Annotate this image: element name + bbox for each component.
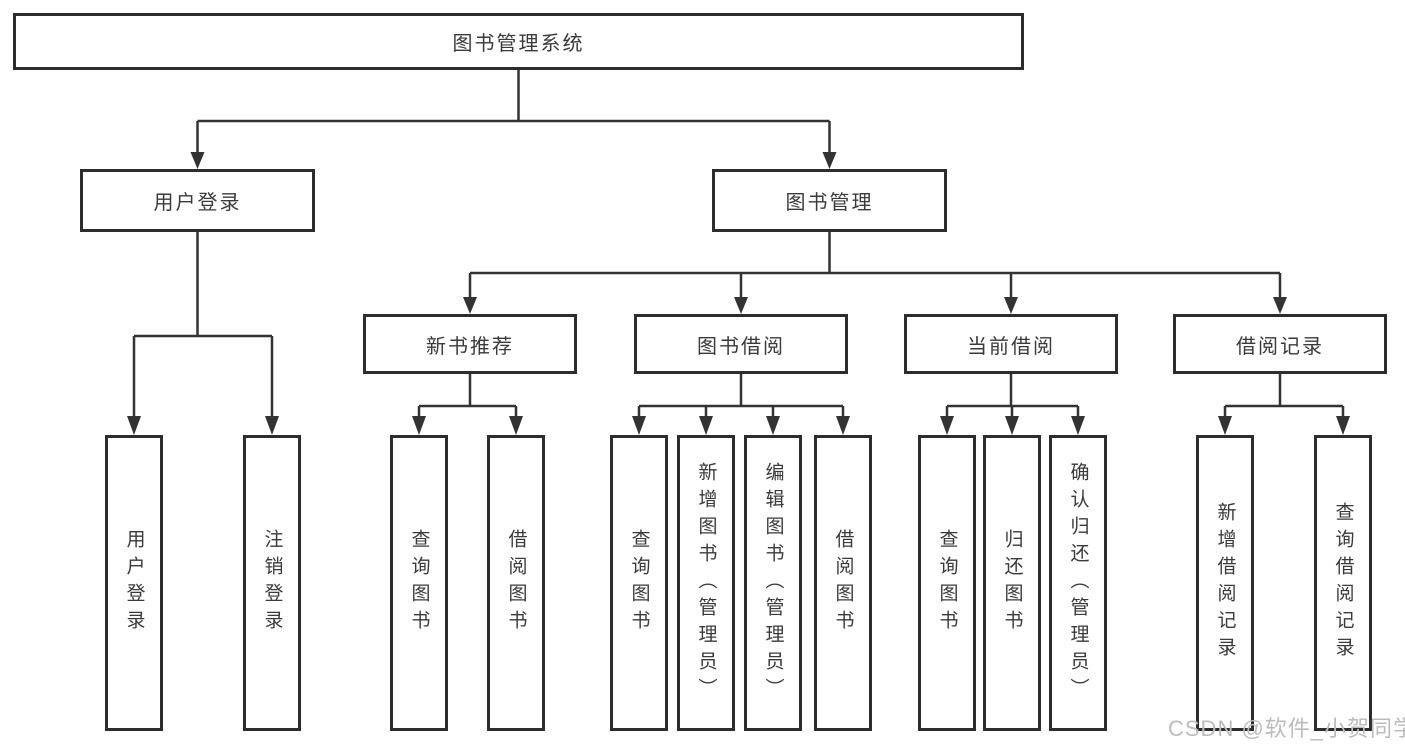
leaf-records-query-record: 查询借阅记录: [1314, 435, 1372, 731]
leaf-logout: 注销登录: [243, 435, 301, 731]
leaf-current-query-books: 查询图书: [918, 435, 976, 731]
leaf-newrec-query-books: 查询图书: [390, 435, 448, 731]
arrow-to-leaf-borrow-borrow: [836, 416, 850, 435]
arrow-to-current-borrowing: [1004, 297, 1018, 314]
node-new-book-recommend: 新书推荐: [363, 314, 577, 374]
leaf-newrec-query-books-label: 查询图书: [408, 529, 430, 637]
arrow-to-leaf-user-login: [127, 416, 141, 435]
arrow-to-leaf-newrec-borrow: [509, 416, 523, 435]
leaf-borrow-borrow-books: 借阅图书: [814, 435, 872, 731]
arrow-to-book-borrowing: [734, 297, 748, 314]
arrow-to-leaf-records-query: [1336, 416, 1350, 435]
node-current-borrowing: 当前借阅: [904, 314, 1118, 374]
leaf-borrow-edit-books-admin-label: 编辑图书（管理员）: [762, 461, 784, 705]
leaf-current-confirm-return-admin: 确认归还（管理员）: [1049, 435, 1107, 731]
arrow-to-leaf-borrow-query: [632, 416, 646, 435]
node-book-management: 图书管理: [712, 169, 947, 232]
leaf-borrow-query-books: 查询图书: [610, 435, 668, 731]
connector-current-borrowing-to-leaves: [945, 374, 1080, 419]
arrow-to-leaf-records-add: [1218, 416, 1232, 435]
leaf-newrec-borrow-books-label: 借阅图书: [505, 529, 527, 637]
arrow-to-leaf-current-return: [1005, 416, 1019, 435]
node-book-borrowing: 图书借阅: [634, 314, 848, 374]
leaf-current-return-books: 归还图书: [983, 435, 1041, 731]
arrow-to-leaf-logout: [265, 416, 279, 435]
arrow-to-new-book-recommend: [463, 297, 477, 314]
leaf-logout-label: 注销登录: [261, 529, 283, 637]
leaf-newrec-borrow-books: 借阅图书: [487, 435, 545, 731]
arrow-to-book-management: [822, 152, 837, 169]
arrow-to-user-login: [190, 152, 205, 169]
leaf-records-add-record: 新增借阅记录: [1196, 435, 1254, 731]
leaf-records-query-record-label: 查询借阅记录: [1332, 502, 1354, 664]
node-root: 图书管理系统: [13, 13, 1024, 70]
leaf-borrow-query-books-label: 查询图书: [628, 529, 650, 637]
leaf-current-confirm-return-admin-label: 确认归还（管理员）: [1067, 461, 1089, 705]
leaf-borrow-add-books-admin-label: 新增图书（管理员）: [695, 461, 717, 705]
arrow-to-leaf-borrow-edit: [766, 416, 780, 435]
arrow-to-leaf-borrow-add: [699, 416, 713, 435]
leaf-borrow-borrow-books-label: 借阅图书: [832, 529, 854, 637]
arrow-to-leaf-current-confirm: [1071, 416, 1085, 435]
connector-user-login-to-leaves: [132, 232, 274, 421]
connector-book-management-to-level3: [468, 232, 1282, 300]
node-borrowing-records: 借阅记录: [1173, 314, 1387, 374]
leaf-borrow-add-books-admin: 新增图书（管理员）: [677, 435, 735, 731]
leaf-user-login-label: 用户登录: [123, 529, 145, 637]
leaf-user-login: 用户登录: [105, 435, 163, 731]
leaf-records-add-record-label: 新增借阅记录: [1214, 502, 1236, 664]
csdn-watermark: CSDN @软件_小贺同学: [1168, 716, 1405, 741]
leaf-borrow-edit-books-admin: 编辑图书（管理员）: [744, 435, 802, 731]
node-book-borrowing-label: 图书借阅: [697, 335, 785, 358]
node-root-label: 图书管理系统: [452, 33, 585, 55]
node-new-book-recommend-label: 新书推荐: [426, 335, 514, 358]
node-book-management-label: 图书管理: [785, 192, 874, 214]
leaf-current-return-books-label: 归还图书: [1001, 529, 1023, 637]
node-borrowing-records-label: 借阅记录: [1236, 335, 1324, 358]
connector-new-book-recommend-to-leaves: [417, 374, 518, 419]
node-user-login: 用户登录: [80, 169, 315, 232]
connector-root-to-level2: [196, 70, 831, 155]
arrow-to-borrowing-records: [1273, 297, 1287, 314]
arrow-to-leaf-current-query: [940, 416, 954, 435]
connector-book-borrowing-to-leaves: [637, 374, 845, 419]
node-current-borrowing-label: 当前借阅: [967, 335, 1055, 358]
arrow-to-leaf-newrec-query: [412, 416, 426, 435]
node-user-login-label: 用户登录: [153, 192, 242, 214]
leaf-current-query-books-label: 查询图书: [936, 529, 958, 637]
connector-borrowing-records-to-leaves: [1223, 374, 1345, 419]
